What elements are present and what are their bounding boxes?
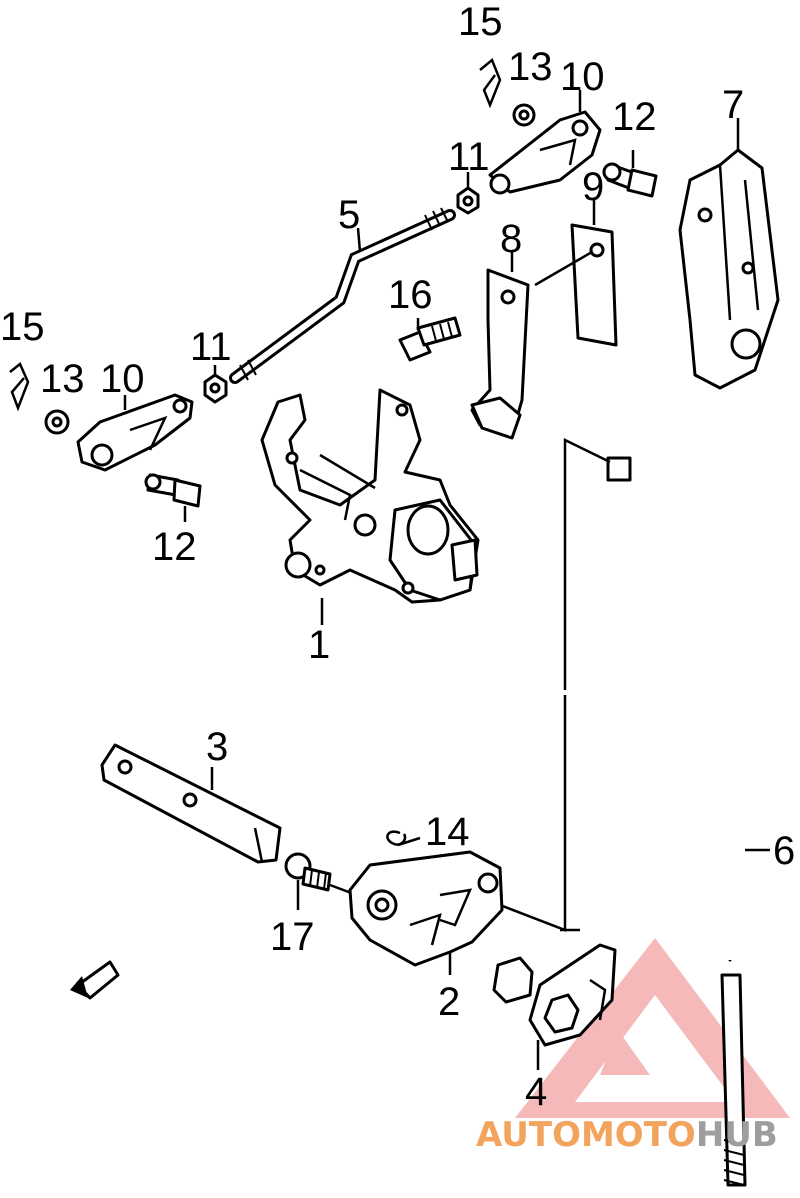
part-10-arm-top <box>488 90 602 195</box>
part-7-plate <box>678 118 780 390</box>
part-4-collar <box>492 943 617 1070</box>
callout-10-top: 10 <box>560 55 605 99</box>
watermark-text: AUTOMOTOHUB <box>476 1115 778 1155</box>
callout-10-left: 10 <box>100 357 145 401</box>
part-6-rod <box>606 456 770 1187</box>
part-14-circlip <box>386 830 407 846</box>
callout-5: 5 <box>338 193 360 237</box>
callout-8: 8 <box>500 217 522 261</box>
part-15-clip-top <box>479 57 502 109</box>
callout-12-top: 12 <box>612 95 657 139</box>
direction-arrow-icon <box>70 960 120 1000</box>
part-11-nut-left <box>203 365 228 404</box>
part-11-nut-top <box>456 172 480 215</box>
watermark-text-a: AUTOMOTO <box>476 1115 696 1155</box>
callout-11-top: 11 <box>448 135 490 179</box>
callout-15-top: 15 <box>458 0 503 44</box>
part-12-bolt-left <box>144 473 202 522</box>
callout-13-left: 13 <box>40 357 85 401</box>
callout-14: 14 <box>425 810 470 854</box>
callout-17: 17 <box>270 915 315 959</box>
part-2-lever <box>348 850 504 975</box>
connection-line <box>491 437 611 932</box>
watermark-text-b: HUB <box>696 1115 778 1155</box>
callout-15-left: 15 <box>0 305 45 349</box>
callout-12-left: 12 <box>152 525 197 569</box>
part-1-bracket <box>260 388 480 625</box>
part-15-clip-left <box>9 362 30 412</box>
part-12-bolt-top <box>602 150 658 198</box>
part-3-bar <box>100 743 282 864</box>
part-8-bracket <box>470 252 530 440</box>
callout-1: 1 <box>308 623 330 667</box>
part-9-plate <box>534 200 618 347</box>
watermark-logo <box>515 938 790 1118</box>
callout-16: 16 <box>388 273 433 317</box>
callout-13-top: 13 <box>508 45 553 89</box>
part-5-rod <box>229 207 456 384</box>
callout-11-left: 11 <box>190 325 232 369</box>
callout-4: 4 <box>525 1070 547 1114</box>
callout-3: 3 <box>206 725 228 769</box>
part-10-arm-left <box>76 393 194 472</box>
part-16-bolt <box>398 316 462 362</box>
callout-7: 7 <box>722 83 744 127</box>
callout-2: 2 <box>438 980 460 1024</box>
callout-6: 6 <box>773 829 795 873</box>
part-17-bolt <box>284 852 371 910</box>
callout-9: 9 <box>582 165 604 209</box>
